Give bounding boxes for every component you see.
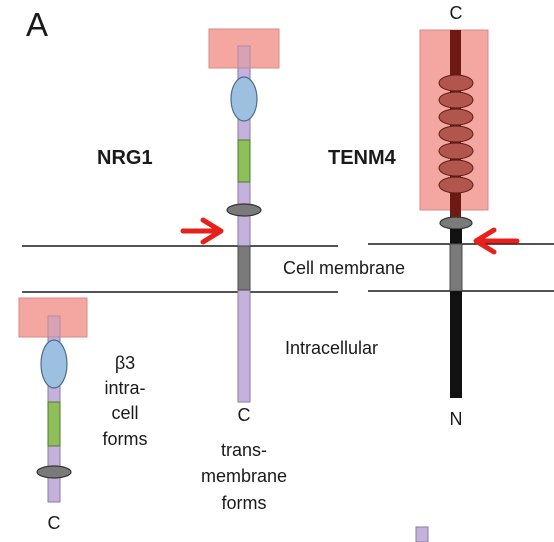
nrg1-tm-cleavage-disc — [226, 203, 262, 217]
beta3-label-line2: intra- — [104, 378, 146, 398]
partial-stalk-fragment — [415, 526, 429, 542]
nrg1-label: NRG1 — [97, 147, 153, 169]
cell-membrane-label: Cell membrane — [283, 258, 406, 278]
nrg1-b3-cleavage-disc — [36, 465, 72, 479]
nrg1-transmembrane-form — [208, 28, 280, 403]
tenm4-protein — [419, 29, 489, 398]
nrg1-b3-ecd-stalk-overlay — [47, 315, 61, 338]
tenm4-repeat — [438, 125, 474, 143]
nrg1-tm-c-terminus: C — [237, 405, 251, 425]
tenm4-repeat — [438, 142, 474, 160]
nrg1-tm-transmembrane-segment — [237, 245, 251, 291]
tenm4-n-terminus: N — [449, 409, 463, 429]
panel-label: A — [26, 6, 49, 43]
nrg1-beta3-c-terminus: C — [47, 513, 61, 533]
tenm4-repeat — [438, 74, 474, 92]
tenm4-intracellular-domain — [450, 291, 462, 398]
tenm4-c-terminus: C — [449, 3, 463, 23]
nrg1-b3-ig-domain — [40, 339, 68, 389]
trans-label-line3: forms — [221, 493, 267, 513]
nrg1-tm-ig-domain — [230, 76, 258, 122]
intracellular-label: Intracellular — [285, 338, 379, 358]
tenm4-repeat — [438, 176, 474, 194]
nrg1-cleavage-arrow — [180, 217, 224, 245]
tenm4-cleavage-arrow — [473, 227, 520, 255]
nrg1-tm-egf-domain — [237, 139, 251, 183]
tenm4-repeat — [438, 159, 474, 177]
trans-label-line2: membrane — [200, 466, 288, 486]
beta3-label-line4: forms — [102, 429, 148, 449]
tenm4-black-stalk — [450, 229, 462, 244]
trans-label-line1: trans- — [220, 440, 268, 460]
tenm4-repeat — [438, 91, 474, 109]
tenm4-label: TENM4 — [328, 147, 396, 169]
beta3-label-line3: cell — [111, 403, 139, 423]
tenm4-cleavage-disc — [439, 216, 473, 230]
nrg1-tm-ecd-stalk-overlay — [237, 45, 251, 69]
beta3-label-line1: β3 — [114, 353, 136, 373]
tenm4-transmembrane-segment — [449, 243, 463, 292]
nrg1-beta3-form — [18, 297, 88, 503]
nrg1-b3-egf-domain — [47, 401, 61, 447]
tenm4-egf-repeats — [438, 74, 474, 194]
tenm4-repeat — [438, 108, 474, 126]
